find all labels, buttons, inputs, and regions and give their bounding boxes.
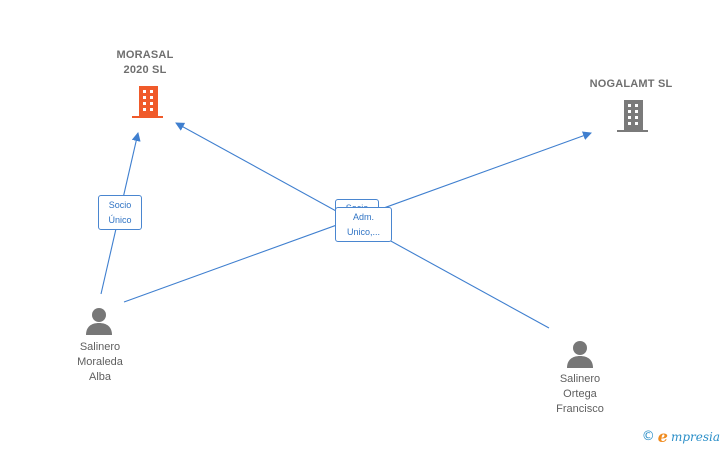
salinero-ortega-line-1: Salinero — [559, 373, 601, 385]
morasal-label[interactable]: MORASAL 2020 SL — [98, 48, 192, 78]
nogalamt-name: NOGALAMT SL — [589, 78, 673, 90]
salinero-moraleda-line-2: Moraleda — [77, 356, 123, 368]
morasal-name-line-1: MORASAL — [116, 49, 174, 61]
salinero-moraleda-line-3: Alba — [88, 371, 112, 383]
salinero-moraleda-label[interactable]: Salinero Moraleda Alba — [52, 340, 148, 385]
adm-unico-tag[interactable]: Adm. Unico,... — [335, 207, 392, 242]
empresia-logo-text: mpresia — [670, 429, 720, 444]
socio-unico-line-2: Único — [108, 215, 132, 225]
salinero-ortega-label[interactable]: Salinero Ortega Francisco — [532, 372, 628, 417]
nogalamt-label[interactable]: NOGALAMT SL — [575, 77, 687, 92]
nogalamt-building-icon[interactable] — [617, 100, 648, 132]
copyright-symbol: © — [641, 429, 655, 444]
salinero-ortega-person-icon[interactable] — [567, 341, 593, 368]
socio-unico-tag[interactable]: Socio Único — [98, 195, 142, 230]
morasal-building-icon[interactable] — [132, 86, 163, 118]
empresia-logo-initial: e — [657, 427, 668, 446]
salinero-moraleda-person-icon[interactable] — [86, 308, 112, 335]
adm-unico-line-2: Unico,... — [346, 227, 380, 237]
socio-unico-line-1: Socio — [108, 200, 132, 210]
salinero-ortega-line-3: Francisco — [556, 403, 604, 415]
morasal-name-line-2: 2020 SL — [123, 64, 167, 76]
salinero-moraleda-line-1: Salinero — [79, 341, 121, 353]
salinero-ortega-line-2: Ortega — [563, 388, 597, 400]
adm-unico-line-1: Adm. — [352, 212, 374, 222]
